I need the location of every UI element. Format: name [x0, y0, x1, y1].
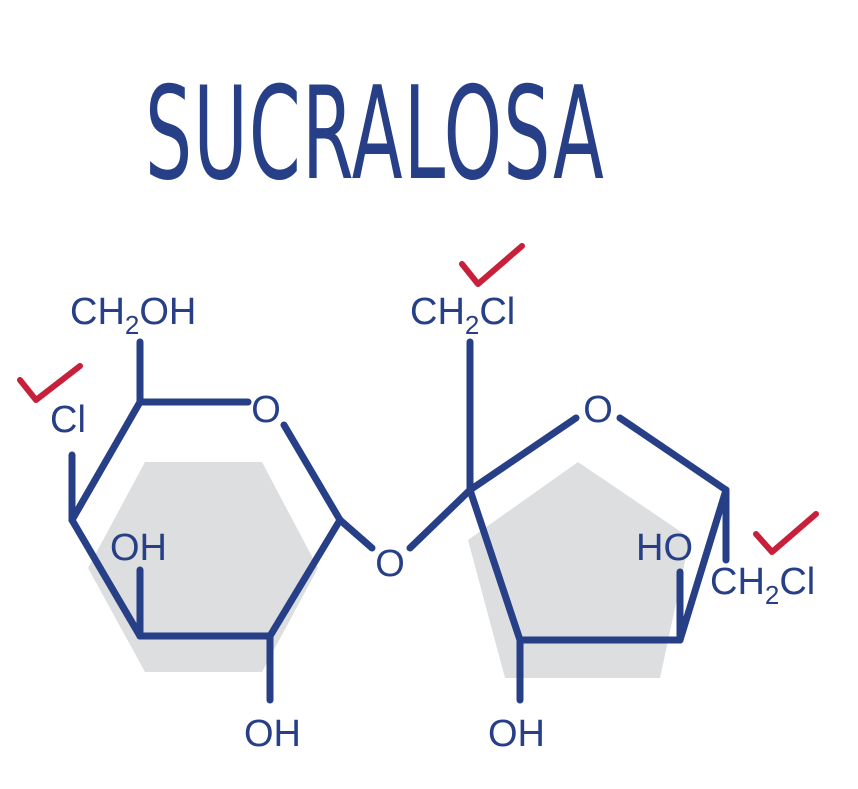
pentagon-ring-shadow [468, 462, 690, 678]
bridge-oxygen-label: O [375, 543, 405, 585]
bond [676, 486, 730, 644]
cl-glucose-label: Cl [50, 399, 86, 441]
ring-oxygen-label: O [251, 389, 281, 431]
ch2cl-right-label: CH2Cl [710, 561, 815, 610]
bond [68, 398, 144, 524]
bond [406, 486, 474, 552]
bond [336, 516, 376, 552]
hydroxyl-label: HO [636, 527, 693, 569]
hydroxyl-label: OH [488, 713, 545, 755]
bonds [68, 338, 730, 704]
ch2cl-top-label: CH2Cl [410, 291, 515, 340]
check-icon [17, 363, 83, 403]
bond [616, 414, 730, 494]
check-icon [753, 511, 819, 555]
bond [466, 414, 580, 494]
hydroxyl-label: OH [110, 527, 167, 569]
ch2oh-label: CH2OH [70, 291, 196, 340]
bond [280, 421, 344, 524]
diagram-title: SUCRALOSA [145, 60, 605, 209]
bond [466, 486, 524, 644]
ring-oxygen-label: O [583, 389, 613, 431]
bond [68, 516, 144, 640]
check-icon [459, 243, 525, 287]
hexagon-ring-shadow [88, 462, 318, 672]
bond [266, 516, 344, 640]
atom-labels: CH2OH Cl O OH OH O CH2Cl O HO CH2Cl OH [50, 291, 815, 755]
hydroxyl-label: OH [244, 713, 301, 755]
check-marks [17, 243, 819, 555]
